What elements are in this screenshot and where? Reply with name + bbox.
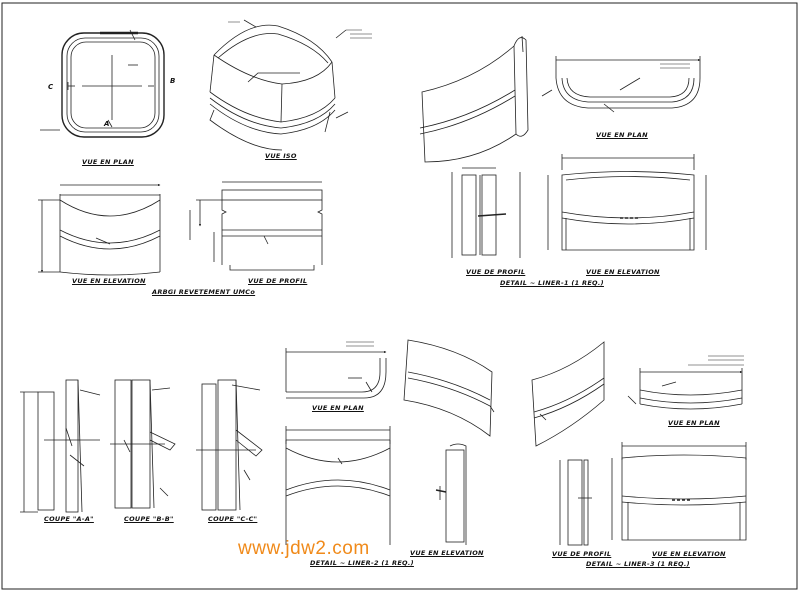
elevation-view-1	[38, 183, 161, 276]
liner-2-elevation-view	[285, 426, 391, 545]
label-vue-en-plan-2: VUE EN PLAN	[596, 131, 648, 139]
annotation-strokes	[228, 21, 744, 366]
section-a-a	[20, 379, 101, 513]
liner-2-profile-view	[435, 443, 467, 545]
liner-1-iso-panel	[419, 35, 529, 163]
section-marker-b: B	[170, 77, 176, 85]
label-vue-en-elevation-3: VUE EN ELEVATION	[410, 549, 484, 557]
label-vue-en-plan-4: VUE EN PLAN	[668, 419, 720, 427]
liner-2-plan-view	[285, 348, 387, 399]
label-vue-de-profil-3: VUE DE PROFIL	[552, 550, 612, 558]
liner-3-profile-view	[559, 459, 592, 546]
label-vue-de-profil-2: VUE DE PROFIL	[466, 268, 526, 276]
liner-2-iso-panel	[403, 339, 495, 437]
label-vue-en-plan-1: VUE EN PLAN	[82, 158, 134, 166]
label-coupe-b-b: COUPE "B-B"	[124, 515, 174, 523]
label-vue-en-elevation-1: VUE EN ELEVATION	[72, 277, 146, 285]
label-detail-liner-3: DETAIL ~ LINER-3 (1 REQ.)	[586, 560, 690, 568]
label-vue-de-profil-1: VUE DE PROFIL	[248, 277, 308, 285]
plan-view-rounded-square	[40, 29, 165, 138]
section-b-b	[110, 379, 176, 509]
label-title-1: ARBGI REVETEMENT UMCo	[152, 288, 256, 296]
label-vue-iso: VUE ISO	[265, 152, 297, 160]
liner-3-plan-view	[627, 368, 743, 410]
section-marker-c: C	[48, 83, 54, 91]
label-coupe-a-a: COUPE "A-A"	[44, 515, 94, 523]
section-marker-a: A	[104, 120, 110, 128]
section-c-c	[196, 379, 263, 511]
liner-1-profile-view	[451, 167, 521, 258]
liner-1-elevation-view	[547, 154, 707, 251]
profile-view-1	[189, 181, 323, 271]
watermark-url: www.jdw2.com	[238, 538, 370, 559]
label-vue-en-plan-3: VUE EN PLAN	[312, 404, 364, 412]
label-detail-liner-1: DETAIL ~ LINER-1 (1 REQ.)	[500, 279, 604, 287]
liner-3-elevation-view	[611, 442, 747, 541]
label-coupe-c-c: COUPE "C-C"	[208, 515, 258, 523]
label-vue-en-elevation-2: VUE EN ELEVATION	[586, 268, 660, 276]
iso-view-box	[209, 19, 349, 151]
liner-1-plan-view	[541, 56, 701, 113]
label-vue-en-elevation-4: VUE EN ELEVATION	[652, 550, 726, 558]
liner-3-iso-panel	[531, 341, 605, 447]
label-detail-liner-2: DETAIL ~ LINER-2 (1 REQ.)	[310, 559, 414, 567]
